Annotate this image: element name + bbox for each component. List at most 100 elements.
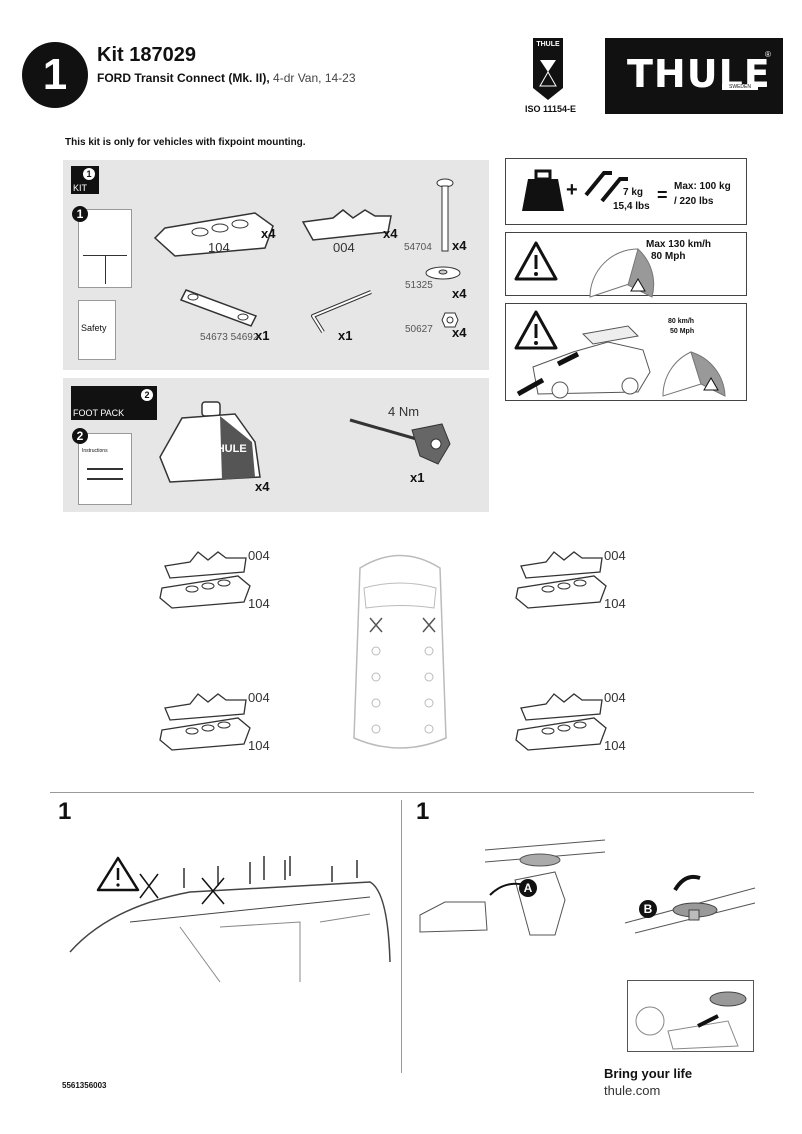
bolt-qty: x4	[452, 238, 467, 253]
foot-pack-panel: 2 FOOT PACK 2 Instructions THULE x4 4 Nm…	[63, 378, 489, 512]
plate-qty: x1	[255, 328, 270, 343]
spacer-004-label: 004	[604, 690, 626, 705]
step-number-badge: 1	[22, 42, 88, 108]
part-004-code: 004	[333, 240, 355, 255]
pad-104-label: 104	[604, 738, 626, 753]
bars-weight-kg: 7 kg	[623, 187, 644, 198]
washer-code: 51325	[405, 280, 433, 291]
manual-number: 1	[72, 206, 88, 222]
load-speed-kmh: 80 km/h	[668, 318, 695, 325]
speedometer-icon	[589, 248, 655, 298]
link-plate-illustration	[179, 289, 258, 327]
pad-104-label: 104	[248, 738, 270, 753]
max-speed-panel: Max 130 km/h 80 Mph	[505, 232, 747, 298]
foot-pack-badge: 2 FOOT PACK	[71, 386, 157, 420]
section-divider	[50, 792, 754, 793]
torque-label: 4 Nm	[388, 404, 420, 419]
part-number: 5561356003	[62, 1081, 107, 1090]
part-104-illustration	[153, 212, 274, 257]
kit-badge: 1 KIT	[71, 166, 99, 194]
pad-and-spacer-assembly-illustration	[159, 551, 251, 609]
bolt-54704-illustration	[436, 178, 454, 252]
step-left-number: 1	[58, 798, 72, 825]
safety-label: Safety	[81, 323, 107, 333]
load-speed-mph: 50 Mph	[670, 328, 695, 335]
step-marker-b: B	[639, 900, 657, 918]
max-load-kg: Max: 100 kg	[674, 181, 731, 192]
thule-logo: THULE SWEDEN ®	[605, 38, 783, 114]
column-divider	[401, 800, 402, 1073]
spacer-004-label: 004	[248, 690, 270, 705]
foot-qty: x4	[255, 479, 270, 494]
nut-50627-illustration	[441, 312, 459, 328]
step-right-number: 1	[416, 798, 430, 825]
part-104-qty: x4	[261, 226, 276, 241]
website: thule.com	[604, 1083, 661, 1098]
van-top-view-illustration	[353, 554, 447, 749]
cover-storage-inset	[627, 980, 754, 1052]
iso-label: ISO 11154-E	[525, 104, 577, 114]
speedometer-icon	[662, 351, 726, 397]
kit-badge-number: 1	[83, 168, 95, 180]
guarantee-shield-icon	[533, 38, 563, 100]
foot-illustration: THULE	[159, 401, 261, 483]
badge-brand: THULE	[536, 41, 560, 48]
warning-icon	[514, 241, 558, 281]
vehicle-description: FORD Transit Connect (Mk. II), 4-dr Van,…	[97, 71, 356, 85]
guarantee-badge: THULE	[531, 38, 565, 102]
kit-contents-panel: 1 KIT 1 Safety 104 x4 004 x4 54704 x4 51…	[63, 160, 489, 370]
nut-qty: x4	[452, 325, 467, 340]
bolt-code: 54704	[404, 242, 432, 253]
weight-icon	[522, 169, 564, 211]
pad-and-spacer-assembly-illustration	[515, 551, 607, 609]
kit-badge-label: KIT	[73, 183, 88, 193]
bars-weight-lbs: 15,4 lbs	[613, 201, 650, 212]
pad-104-label: 104	[604, 596, 626, 611]
loaded-speed-panel: 80 km/h 50 Mph	[505, 303, 747, 401]
glovebox-storage-illustration	[635, 991, 747, 1050]
foot-pack-badge-number: 2	[141, 389, 153, 401]
part-004-qty: x4	[383, 226, 398, 241]
washer-51325-illustration	[425, 266, 461, 280]
logo-sub: SWEDEN	[722, 84, 758, 90]
spacer-004-label: 004	[604, 548, 626, 563]
max-load-lbs: / 220 lbs	[674, 196, 714, 207]
foot-pack-manual-thumbnail: 2 Instructions	[72, 428, 132, 505]
safety-leaflet: Safety	[78, 300, 116, 360]
step-marker-a: A	[519, 879, 537, 897]
van-roof-fixpoints-illustration	[69, 856, 391, 983]
instruction-manual-thumbnail: 1	[72, 206, 132, 288]
max-speed-kmh: Max 130 km/h	[646, 239, 712, 250]
torque-tool-qty: x1	[410, 470, 425, 485]
torque-tool-illustration	[349, 418, 451, 465]
foot-brand: THULE	[210, 443, 247, 455]
fixpoint-cover-lift-illustration	[624, 874, 756, 934]
vehicle-details: 4-dr Van, 14-23	[269, 71, 356, 85]
vehicle-model: FORD Transit Connect (Mk. II),	[97, 71, 270, 85]
foot-pack-manual-number: 2	[72, 428, 88, 444]
part-004-illustration	[301, 209, 392, 241]
fixpoint-notice: This kit is only for vehicles with fixpo…	[65, 137, 306, 148]
fixpoint-cover-removal-illustration	[419, 839, 606, 936]
car-with-load-illustration	[516, 325, 651, 399]
plus-sign: +	[566, 179, 578, 201]
pad-104-label: 104	[248, 596, 270, 611]
registered-mark: ®	[765, 50, 771, 59]
max-load-panel: + 7 kg 15,4 lbs = Max: 100 kg / 220 lbs	[505, 158, 747, 225]
spacer-004-label: 004	[248, 548, 270, 563]
roof-bars-icon	[584, 171, 628, 203]
washer-qty: x4	[452, 286, 467, 301]
hex-key-illustration	[311, 290, 372, 334]
tagline: Bring your life	[604, 1066, 693, 1081]
nut-code: 50627	[405, 324, 433, 335]
pad-and-spacer-assembly-illustration	[159, 693, 251, 751]
foot-pack-badge-label: FOOT PACK	[73, 408, 125, 418]
part-104-code: 104	[208, 240, 230, 255]
kit-title: Kit 187029	[97, 44, 196, 66]
pad-and-spacer-assembly-illustration	[515, 693, 607, 751]
hex-key-qty: x1	[338, 328, 353, 343]
instructions-label: Instructions	[82, 448, 108, 454]
plate-codes: 54673 54692	[200, 332, 259, 343]
max-speed-mph: 80 Mph	[651, 251, 686, 262]
equals-sign: =	[657, 185, 668, 205]
